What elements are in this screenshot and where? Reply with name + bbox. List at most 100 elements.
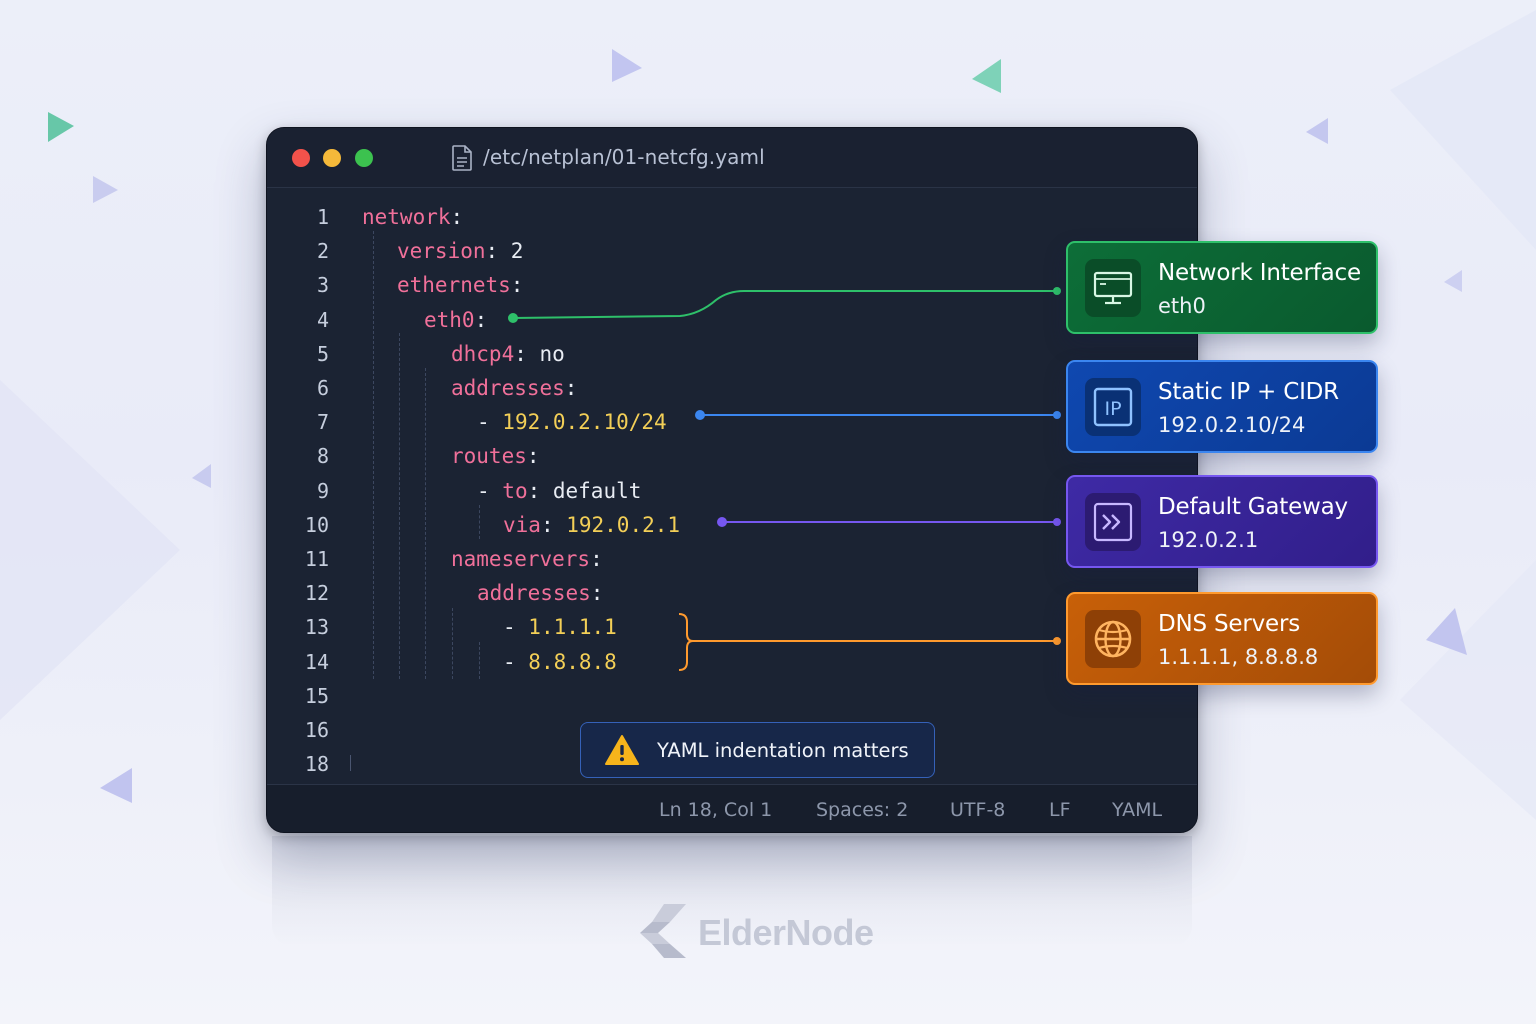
card-title: Default Gateway xyxy=(1158,494,1348,520)
close-button[interactable] xyxy=(292,149,310,167)
line-number: 5 xyxy=(316,341,329,366)
code-line: - 1.1.1.1 xyxy=(503,612,617,642)
file-icon xyxy=(452,145,472,171)
maximize-button[interactable] xyxy=(355,149,373,167)
indent-guide xyxy=(373,231,374,679)
line-number: 10 xyxy=(304,512,329,537)
minimize-button[interactable] xyxy=(323,149,341,167)
brand-name: ElderNode xyxy=(698,912,874,953)
yaml-punctuation: : xyxy=(450,205,464,229)
code-line: network: xyxy=(362,202,463,232)
line-number: 12 xyxy=(304,581,329,606)
indent-guide xyxy=(479,505,480,539)
ip-icon: IP xyxy=(1093,387,1133,427)
indent-guide xyxy=(452,608,453,679)
line-number: 14 xyxy=(304,649,329,674)
status-bar: Ln 18, Col 1 Spaces: 2 UTF-8 LF YAML xyxy=(267,784,1197,832)
terminal-icon xyxy=(1093,502,1133,542)
yaml-punctuation: : xyxy=(540,512,567,537)
indentation-warning-badge: YAML indentation matters xyxy=(580,722,935,778)
ip-icon-text: IP xyxy=(1104,398,1121,420)
code-line: - 8.8.8.8 xyxy=(503,647,617,677)
default-gateway-card[interactable]: Default Gateway 192.0.2.1 xyxy=(1066,475,1378,568)
yaml-punctuation: - xyxy=(503,615,529,640)
eldernode-logo: ElderNode xyxy=(638,900,888,962)
code-line: addresses: xyxy=(477,578,603,608)
line-number: 13 xyxy=(304,615,329,640)
yaml-punctuation: : xyxy=(564,376,578,400)
line-ending-setting[interactable]: LF xyxy=(1049,799,1071,821)
network-interface-card[interactable]: Network Interface eth0 xyxy=(1066,241,1378,334)
warning-text: YAML indentation matters xyxy=(657,739,909,762)
line-number: 8 xyxy=(316,444,329,469)
yaml-value: 192.0.2.10/24 xyxy=(502,410,667,435)
line-number: 15 xyxy=(304,683,329,708)
file-path-label: /etc/netplan/01-netcfg.yaml xyxy=(483,145,765,169)
card-title: Network Interface xyxy=(1158,260,1361,286)
code-line: via: 192.0.2.1 xyxy=(503,510,680,540)
indent-guide xyxy=(425,368,426,679)
card-title: Static IP + CIDR xyxy=(1158,379,1339,405)
window-reflection xyxy=(272,836,1192,946)
card-value: 192.0.2.10/24 xyxy=(1158,413,1306,437)
yaml-punctuation: : xyxy=(510,273,524,298)
card-title: DNS Servers xyxy=(1158,611,1301,637)
code-line: - 192.0.2.10/24 xyxy=(477,407,667,437)
line-number: 7 xyxy=(316,410,329,435)
yaml-key: addresses xyxy=(451,376,565,400)
yaml-key: nameservers xyxy=(451,547,591,571)
code-line: nameservers: xyxy=(451,544,603,574)
yaml-punctuation: : xyxy=(590,581,604,606)
globe-icon xyxy=(1094,620,1132,658)
static-ip-card[interactable]: IP Static IP + CIDR 192.0.2.10/24 xyxy=(1066,360,1378,453)
yaml-key: to xyxy=(502,478,528,503)
warning-triangle-icon xyxy=(605,735,639,765)
yaml-punctuation: : no xyxy=(514,341,565,366)
yaml-key: addresses xyxy=(477,581,591,606)
yaml-punctuation: - xyxy=(503,649,529,674)
code-line: eth0: xyxy=(424,305,487,335)
eldernode-logo-icon xyxy=(640,904,686,958)
card-value: 192.0.2.1 xyxy=(1158,528,1259,552)
code-line: ethernets: xyxy=(397,270,523,300)
line-number: 1 xyxy=(316,205,329,229)
line-number: 16 xyxy=(304,718,329,742)
yaml-value: 192.0.2.1 xyxy=(566,512,681,537)
code-line: - to: default xyxy=(477,476,641,506)
dns-servers-card[interactable]: DNS Servers 1.1.1.1, 8.8.8.8 xyxy=(1066,592,1378,685)
yaml-punctuation: : 2 xyxy=(485,239,524,264)
encoding-setting[interactable]: UTF-8 xyxy=(950,799,1006,821)
line-number: 6 xyxy=(316,376,329,400)
yaml-punctuation: - xyxy=(477,410,503,435)
language-mode[interactable]: YAML xyxy=(1112,799,1163,821)
title-bar: /etc/netplan/01-netcfg.yaml xyxy=(267,128,1197,188)
indent-guide xyxy=(399,333,400,679)
yaml-key: routes xyxy=(451,444,527,469)
yaml-key: via xyxy=(503,512,541,537)
cursor-position[interactable]: Ln 18, Col 1 xyxy=(659,799,773,821)
yaml-key: version xyxy=(397,239,486,264)
line-number: 4 xyxy=(316,307,329,332)
yaml-value: 1.1.1.1 xyxy=(528,615,617,640)
code-line: routes: xyxy=(451,441,540,471)
code-line: addresses: xyxy=(451,373,577,403)
yaml-key: eth0 xyxy=(424,307,475,332)
line-number: 2 xyxy=(316,239,329,264)
yaml-key: ethernets xyxy=(397,273,511,298)
yaml-punctuation: - xyxy=(477,478,503,503)
card-value: eth0 xyxy=(1158,294,1206,318)
yaml-key: dhcp4 xyxy=(451,341,515,366)
cursor-guide xyxy=(350,755,351,771)
yaml-punctuation: : xyxy=(526,444,540,469)
line-number: 11 xyxy=(304,547,329,571)
indent-setting[interactable]: Spaces: 2 xyxy=(816,799,909,821)
monitor-icon xyxy=(1093,271,1133,305)
line-number: 9 xyxy=(316,478,329,503)
yaml-punctuation: : xyxy=(590,547,603,571)
indent-guide xyxy=(479,642,480,679)
card-value: 1.1.1.1, 8.8.8.8 xyxy=(1158,645,1319,669)
code-line: version: 2 xyxy=(397,236,523,266)
yaml-key: network xyxy=(362,205,451,229)
line-number: 3 xyxy=(316,273,329,298)
